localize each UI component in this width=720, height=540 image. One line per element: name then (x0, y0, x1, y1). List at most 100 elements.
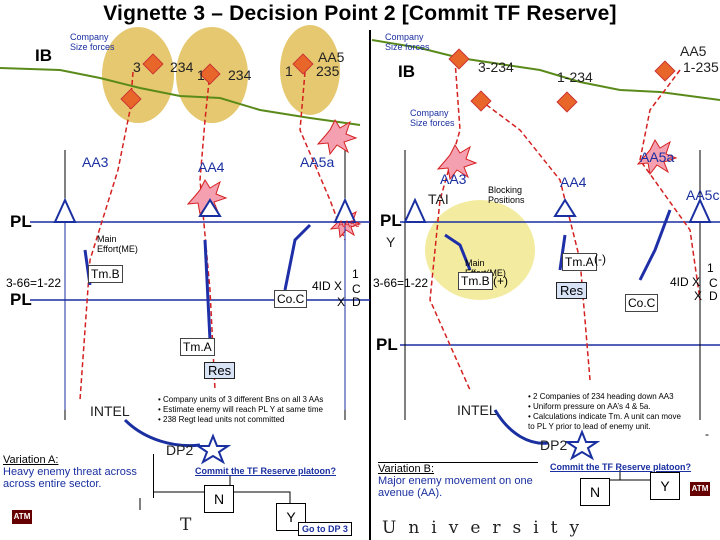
notes-list: • Company units of 3 different Bns on al… (158, 395, 323, 425)
fid-number: 1 (707, 261, 714, 275)
variation-b-title: Variation B: (378, 463, 435, 475)
dp2-star-icon (194, 433, 232, 465)
blocking-positions-label: Blocking Positions (488, 185, 525, 206)
phase-line-label: PL (380, 211, 402, 230)
fid-d: D (709, 289, 718, 303)
unit-label: 1 (285, 63, 293, 79)
tree-line (139, 475, 231, 510)
aa-label: AA4 (560, 174, 587, 190)
aa-label: AA5c (338, 219, 360, 229)
unit-label: 234 (228, 67, 252, 83)
fid-x: X (337, 295, 346, 309)
unit-label: 1 (197, 67, 205, 83)
reserve-label: Res (204, 362, 236, 379)
friendly-arrow (558, 234, 567, 271)
note-item: • Estimate enemy will reach PL Y at same… (158, 405, 323, 414)
note-item: • Calculations indicate Tm. A unit can m… (528, 412, 681, 421)
variation-b-box: Variation B: Major enemy movement on one… (378, 462, 538, 507)
go-to-dp3-button[interactable]: Go to DP 3 (298, 522, 352, 536)
team-a-label: Tm.A (180, 338, 215, 356)
zone-left-3 (280, 25, 340, 115)
aa-label: AA5c (686, 187, 720, 203)
tai-zone (425, 200, 535, 300)
fid-label: 4ID X (312, 279, 343, 293)
enemy-diamond (292, 53, 314, 75)
enemy-diamond (654, 60, 676, 82)
aa-label: AA5 (680, 43, 707, 59)
friendly-triangle (53, 197, 77, 223)
friendly-arrow (203, 239, 212, 341)
variation-b-text: Major enemy movement on one avenue (AA). (378, 475, 533, 499)
fid-number: 1 (352, 267, 359, 281)
friendly-arrow (638, 209, 672, 281)
intel-arrow (493, 409, 549, 445)
zone-left-1 (102, 27, 174, 123)
no-option-button[interactable]: N (204, 485, 234, 513)
unit-label: 1-235 (683, 59, 719, 75)
team-b-label: Tm.B (458, 272, 493, 290)
enemy-arrow (639, 69, 701, 301)
note-item: • Uniform pressure on AA’s 4 & 5a. (528, 402, 651, 411)
fid-x: X (694, 289, 703, 303)
burst-icon (316, 118, 358, 156)
dp2-star-icon (563, 429, 601, 461)
variation-a-title: Variation A: (3, 454, 59, 466)
unit-label: 235 (316, 63, 340, 79)
unit-label: 234 (170, 59, 194, 75)
fid-c: C (709, 276, 718, 290)
ratio-label: 3-66=1-22 (6, 276, 62, 290)
aa-label: AA5a (640, 149, 675, 165)
company-c-label: Co.C (274, 290, 308, 308)
note-item: • Company units of 3 different Bns on al… (158, 395, 324, 404)
intel-arrow (123, 418, 201, 448)
friendly-triangle (403, 197, 427, 223)
yes-option-button[interactable]: Y (650, 472, 680, 500)
phase-line-label: PL (10, 290, 32, 309)
ib-label: IB (398, 62, 415, 81)
variation-a-text: Heavy enemy threat across across entire … (3, 466, 137, 490)
enemy-diamond (470, 90, 492, 112)
aa-label: AA3 (82, 154, 109, 170)
university-text: University (382, 518, 592, 538)
fid-c: C (352, 282, 361, 296)
notes-list: • 2 Companies of 234 heading down AA3 • … (528, 392, 681, 432)
enemy-diamond (142, 53, 164, 75)
dp2-label: DP2 (166, 442, 194, 458)
main-effort-label: Main Effort(ME) (97, 234, 138, 255)
enemy-arrow (429, 59, 471, 391)
note-item: • 238 Regt lead units not committed (158, 415, 285, 424)
dp2-label: DP2 (540, 437, 568, 453)
enemy-arrow (479, 99, 591, 381)
team-a-label: Tm.A (562, 253, 597, 271)
texas-prefix: T (180, 515, 204, 535)
enemy-diamond (199, 63, 221, 85)
company-size-label: Company Size forces (70, 32, 115, 53)
commit-question: Commit the TF Reserve platoon? (195, 466, 337, 476)
enemy-arrow (199, 71, 216, 391)
team-b-modifier: (+) (493, 274, 508, 288)
tai-label: TAI (428, 191, 449, 207)
friendly-triangle (688, 197, 712, 223)
company-size-label: Company Size forces (410, 108, 455, 129)
variation-a-box: Variation A: Heavy enemy threat across a… (3, 454, 154, 498)
enemy-diamond (120, 88, 142, 110)
no-option-button[interactable]: N (580, 478, 610, 506)
friendly-arrows (83, 209, 672, 341)
reserve-label: Res (556, 282, 588, 299)
burst-icon (186, 178, 228, 216)
enemy-diamond (556, 91, 578, 113)
friendly-arrow (283, 223, 312, 291)
fid-d: D (352, 295, 361, 309)
aa-label: AA4 (198, 159, 225, 175)
friendly-triangle (198, 198, 222, 217)
fid-label: 4ID X (670, 275, 701, 289)
ratio-label: 3-66=1-22 (373, 276, 429, 290)
friendly-triangle (553, 198, 577, 217)
aa-label: AA5 (318, 49, 345, 65)
terrain-line-left (0, 67, 361, 126)
note-item: • 2 Companies of 234 heading down AA3 (528, 392, 674, 401)
aa-label: AA5a (300, 154, 335, 170)
team-b-label: Tm.B (88, 265, 123, 283)
aa-label: AA3 (440, 171, 467, 187)
